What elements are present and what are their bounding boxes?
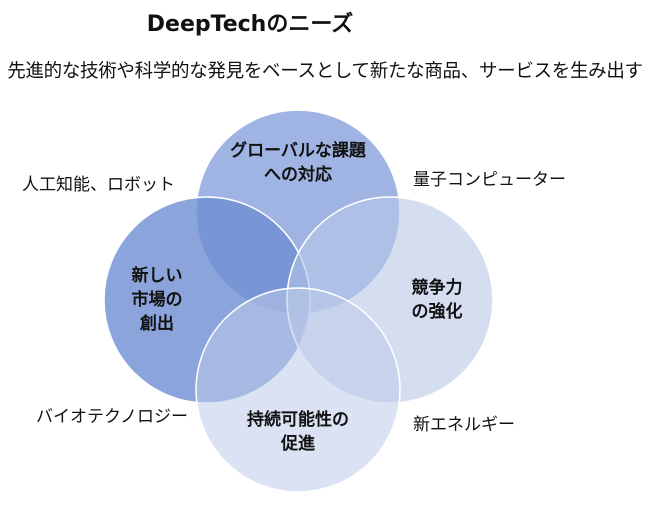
label-line: グローバルな課題 (230, 141, 366, 161)
label-new-energy: 新エネルギー (413, 415, 515, 435)
circle-sustainability (195, 287, 401, 493)
circle-label-global-issues: グローバルな課題 への対応 (230, 139, 366, 187)
circle-label-new-markets: 新しい 市場の 創出 (132, 264, 183, 336)
label-line: 持続可能性の (247, 410, 349, 430)
label-quantum-computer: 量子コンピューター (413, 170, 566, 190)
label-line: への対応 (264, 165, 332, 185)
label-biotechnology: バイオテクノロジー (36, 407, 188, 427)
label-line: の強化 (411, 302, 463, 322)
label-ai-robotics: 人工知能、ロボット (22, 175, 175, 195)
diagram-subtitle: 先進的な技術や科学的な発見をベースとして新たな商品、サービスを生み出す (7, 61, 643, 82)
label-line: 新しい (131, 266, 183, 286)
label-line: 市場の (131, 290, 183, 310)
label-line: 促進 (281, 434, 315, 454)
diagram-title: DeepTechのニーズ (146, 12, 354, 37)
circle-label-sustainability: 持続可能性の 促進 (247, 408, 349, 456)
circle-label-competitiveness: 競争力 の強化 (412, 276, 463, 324)
label-line: 創出 (140, 314, 174, 334)
label-line: 競争力 (411, 278, 463, 298)
